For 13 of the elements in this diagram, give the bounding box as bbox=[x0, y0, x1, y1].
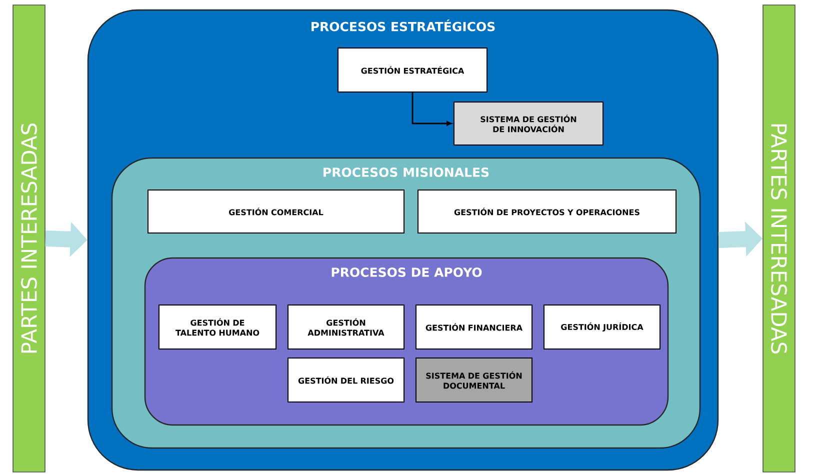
process-box: GESTIÓN DE PROYECTOS Y OPERACIONES bbox=[418, 190, 676, 234]
stakeholder-bar: PARTES INTERESADAS bbox=[12, 4, 46, 472]
elbow-arrow bbox=[412, 92, 452, 126]
process-box: GESTIÓN FINANCIERA bbox=[416, 304, 532, 350]
process-box: GESTIÓN COMERCIAL bbox=[148, 190, 404, 234]
process-box: GESTIÓN DEL RIESGO bbox=[288, 358, 404, 402]
process-box: SISTEMA DE GESTIÓN DOCUMENTAL bbox=[416, 358, 532, 402]
process-box: GESTIÓN ADMINISTRATIVA bbox=[288, 304, 404, 350]
stakeholder-bar: PARTES INTERESADAS bbox=[762, 4, 796, 472]
process-box: SISTEMA DE GESTIÓN DE INNOVACIÓN bbox=[454, 102, 604, 146]
process-box: GESTIÓN JURÍDICA bbox=[544, 304, 660, 350]
process-box: GESTIÓN ESTRATÉGICA bbox=[338, 48, 488, 92]
process-box: GESTIÓN DE TALENTO HUMANO bbox=[158, 304, 276, 350]
